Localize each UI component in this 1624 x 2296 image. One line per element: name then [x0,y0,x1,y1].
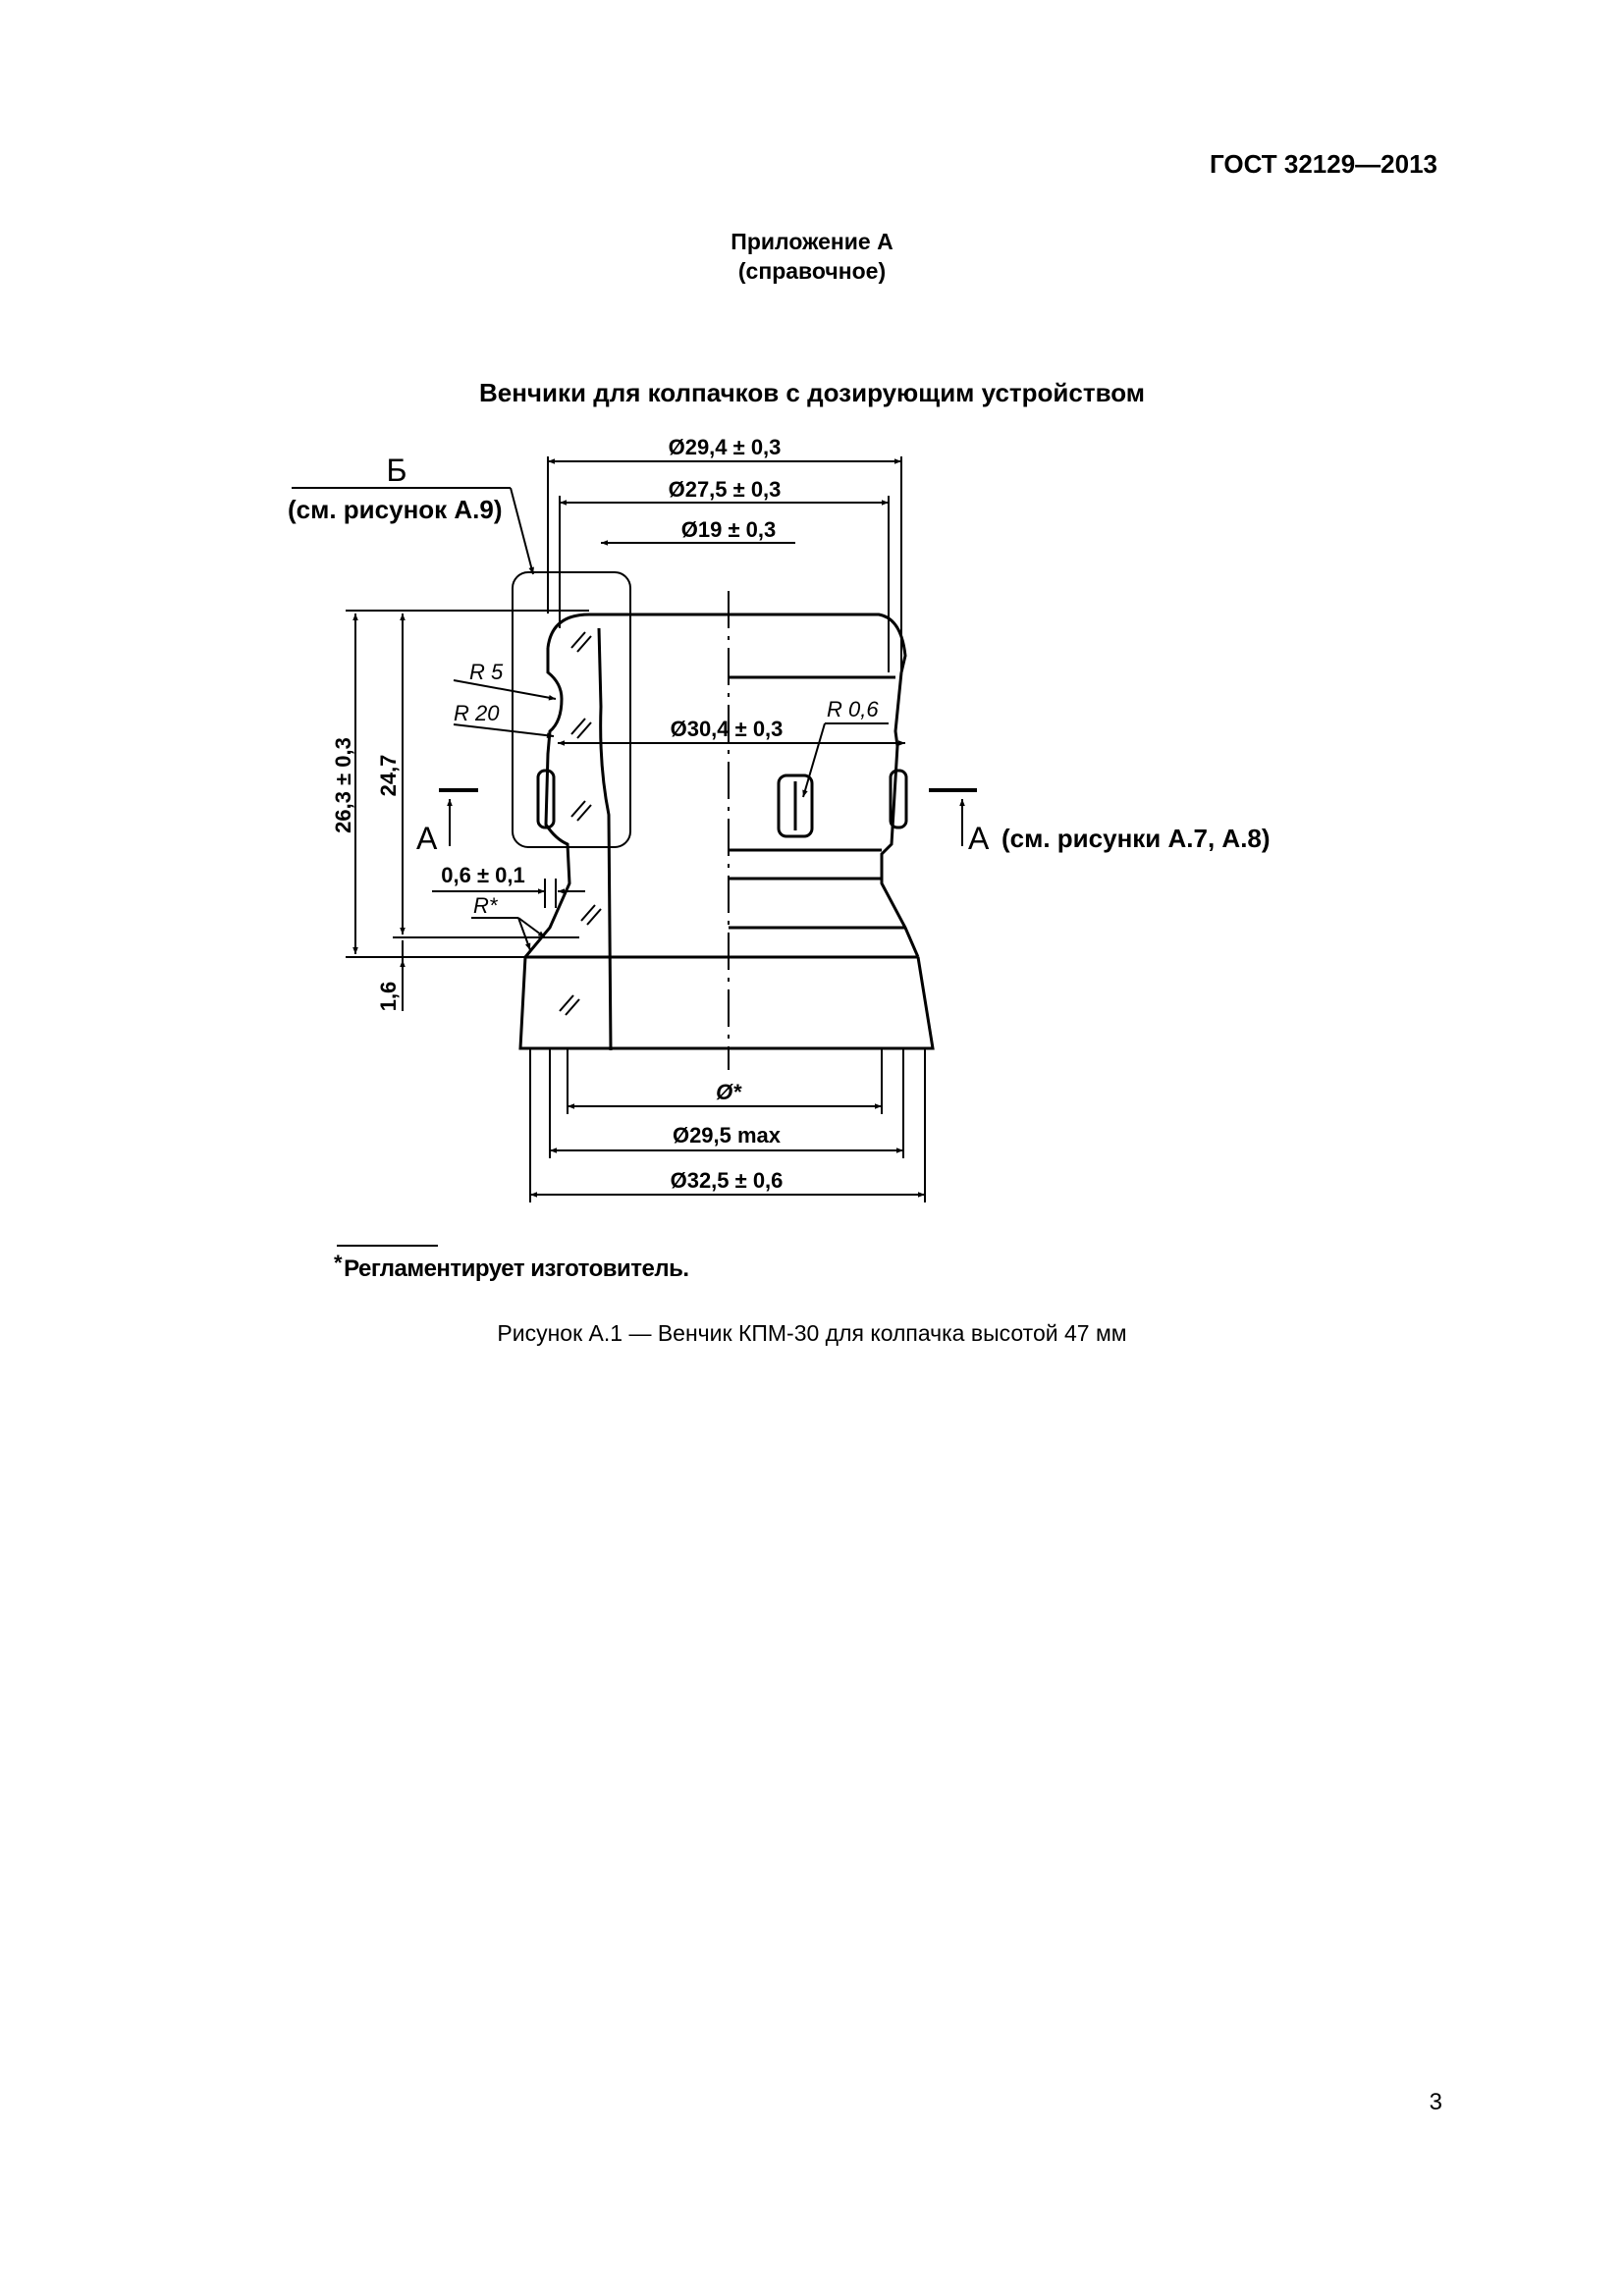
dim-r0-6: R 0,6 [827,697,879,721]
part-outline [518,613,935,1051]
top-dimensions [547,456,905,746]
dim-d27-5: Ø27,5 ± 0,3 [669,477,782,502]
dim-h1-6: 1,6 [376,982,401,1012]
dim-d29-4: Ø29,4 ± 0,3 [669,435,782,459]
dim-w0-6: 0,6 ± 0,1 [441,863,524,887]
snap-windows [536,769,908,838]
dim-h24-7: 24,7 [376,755,401,797]
footnote: *Регламентирует изготовитель. [334,1251,689,1283]
section-a-right-letter: А [968,821,990,856]
page-number: 3 [1429,2089,1442,2115]
dim-r20: R 20 [454,701,500,725]
appendix-subtitle: (справочное) [737,258,887,284]
dim-r-star: R* [473,893,499,918]
radius-leaders [453,679,889,951]
dim-d30-4: Ø30,4 ± 0,3 [671,717,784,741]
section-a-left-letter: А [416,821,438,856]
dim-d29-5: Ø29,5 max [673,1123,782,1148]
footnote-text: Регламентирует изготовитель. [344,1255,689,1282]
detail-b-letter: Б [387,453,407,488]
dim-d19: Ø19 ± 0,3 [681,517,776,542]
bottom-dimensions [529,1048,926,1202]
detail-b-ref: (см. рисунок А.9) [288,495,503,524]
footnote-rule [337,1245,438,1247]
dim-r5: R 5 [469,660,504,684]
dim-d-star: Ø* [716,1080,742,1104]
dim-h26-3: 26,3 ± 0,3 [331,737,355,833]
footnote-mark: * [334,1251,343,1275]
figure-caption: Рисунок А.1 — Венчик КПМ-30 для колпачка… [497,1320,1127,1346]
left-dimensions [346,610,589,1011]
dim-d32-5: Ø32,5 ± 0,6 [671,1168,784,1193]
standard-header: ГОСТ 32129—2013 [1210,149,1437,179]
figure-heading: Венчики для колпачков с дозирующим устро… [478,378,1146,407]
detail-b-frame [512,571,631,848]
appendix-title: Приложение А [731,229,893,254]
section-a-right-ref: (см. рисунки А.7, А.8) [1001,824,1271,853]
section-hatching [559,631,602,1016]
